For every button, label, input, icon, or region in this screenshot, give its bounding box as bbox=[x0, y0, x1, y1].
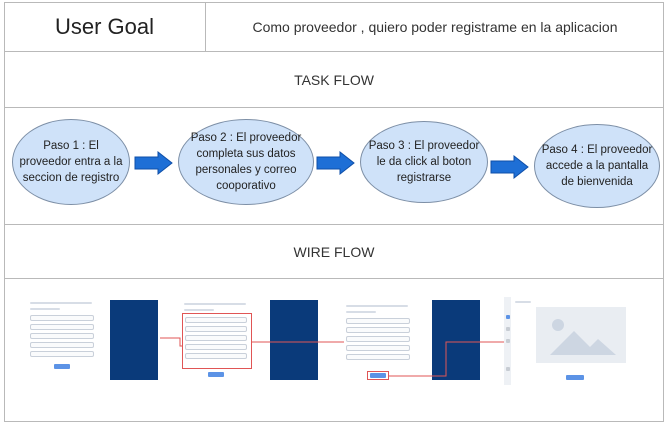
navy-side-panel-1 bbox=[110, 300, 158, 380]
image-placeholder-icon bbox=[550, 319, 616, 355]
highlight-register-button bbox=[367, 371, 389, 380]
image-placeholder bbox=[536, 307, 626, 363]
wire-flow-title: WIRE FLOW bbox=[4, 225, 664, 279]
wireframe-screen-1 bbox=[28, 298, 98, 378]
step-1: Paso 1 : El proveedor entra a la seccion… bbox=[12, 119, 130, 205]
user-goal-text: Como proveedor , quiero poder registrame… bbox=[206, 2, 664, 52]
wireframe-screen-3 bbox=[344, 302, 414, 382]
task-flow-title: TASK FLOW bbox=[4, 52, 664, 108]
navy-side-panel-2 bbox=[270, 300, 318, 380]
step-2: Paso 2 : El proveedor completa sus datos… bbox=[178, 119, 314, 205]
highlight-form-fields bbox=[182, 313, 252, 369]
arrow-right-icon bbox=[316, 151, 355, 175]
navy-side-panel-3 bbox=[432, 300, 480, 380]
arrow-right-icon bbox=[134, 151, 173, 175]
step-3: Paso 3 : El proveedor le da click al bot… bbox=[360, 121, 488, 203]
step-4: Paso 4 : El proveedor accede a la pantal… bbox=[534, 124, 660, 208]
task-flow-band bbox=[4, 108, 664, 225]
wireframe-screen-4 bbox=[504, 297, 636, 387]
arrow-right-icon bbox=[490, 155, 529, 179]
user-goal-label: User Goal bbox=[4, 2, 206, 52]
